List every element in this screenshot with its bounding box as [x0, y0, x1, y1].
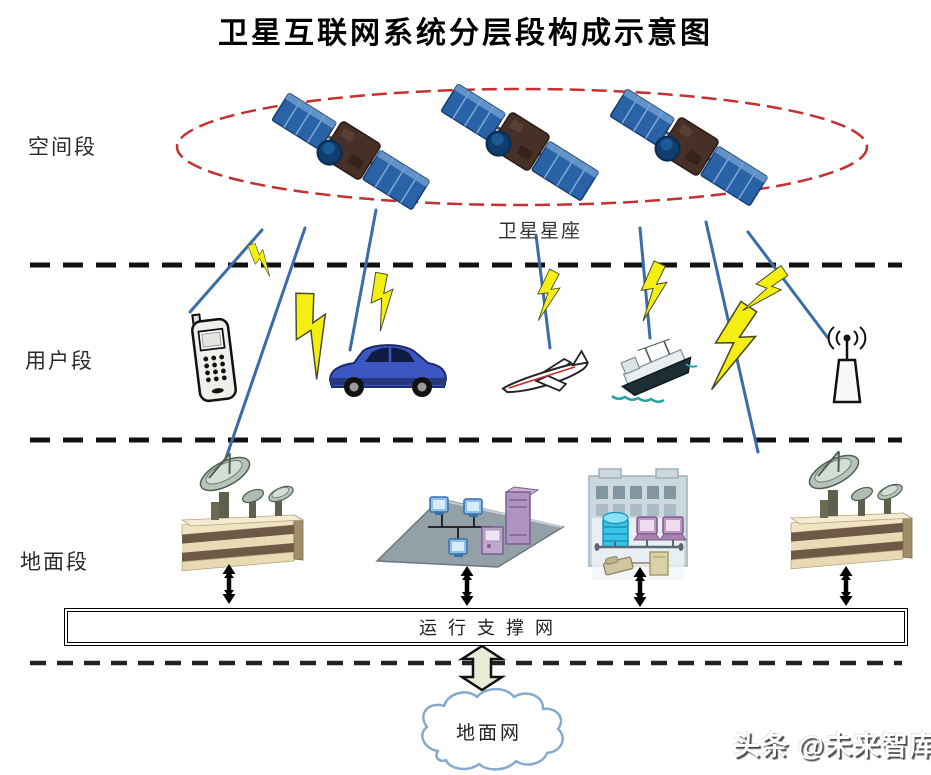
constellation-label: 卫星星座	[498, 221, 583, 242]
orbit-ellipse	[175, 87, 869, 207]
satellite-icon	[434, 78, 603, 209]
ground-station-icon	[790, 444, 913, 570]
mobile-phone-icon	[191, 313, 237, 403]
lightning-bolt-icons	[242, 239, 794, 398]
user-segment-label: 用户段	[25, 349, 94, 373]
ground-segment-label: 地面段	[20, 550, 89, 574]
lightning-bolt-icon	[280, 285, 346, 383]
noc-building-icon	[588, 468, 688, 580]
ship-icon	[611, 338, 698, 403]
watermark: 头条 @未来智库	[733, 731, 931, 761]
support-network-label: 运行支撑网	[419, 618, 564, 638]
ground-network-cloud	[421, 687, 564, 771]
airplane-icon	[501, 349, 590, 394]
double-arrow	[840, 566, 853, 606]
lightning-bolt-icon	[242, 239, 280, 279]
lightning-bolt-icon	[365, 269, 401, 333]
beam-ground-station-left	[224, 226, 307, 460]
lightning-bolt-icon	[533, 267, 563, 324]
signal-beams	[188, 208, 830, 460]
ground-station-icon	[181, 446, 304, 572]
lan-network-icon	[375, 486, 565, 568]
support-network-box: 运行支撑网	[64, 608, 908, 646]
beam-phone	[188, 228, 264, 314]
updown-block-arrow-icon	[457, 644, 507, 692]
car-icon	[328, 344, 448, 397]
double-arrow	[223, 564, 236, 604]
double-arrow	[461, 566, 474, 606]
lightning-bolt-icon	[704, 296, 764, 398]
beam-car	[348, 208, 378, 352]
space-segment-label: 空间段	[28, 135, 97, 159]
page-title: 卫星互联网系统分层段构成示意图	[218, 17, 713, 50]
support-network-box-inner: 运行支撑网	[67, 611, 905, 643]
antenna-terminal-icon	[827, 326, 867, 404]
ground-network-label: 地面网	[455, 723, 522, 744]
beam-antenna	[746, 230, 830, 340]
